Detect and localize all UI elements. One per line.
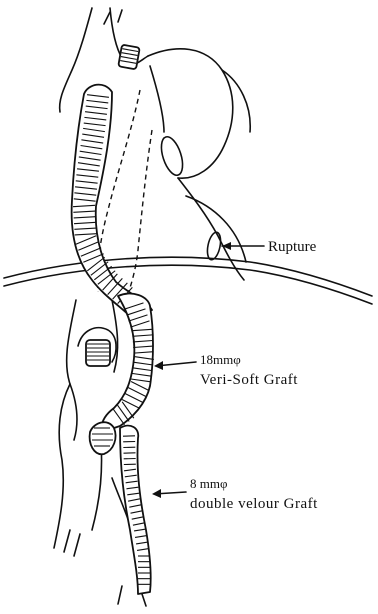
top-stump: [118, 45, 140, 70]
rupture-arrow: [222, 242, 264, 250]
double-velour-arrow: [152, 489, 186, 498]
left-graft-stump: [90, 422, 116, 454]
rupture-label: Rupture: [268, 239, 317, 255]
graft-small-name-label: double velour Graft: [190, 496, 318, 512]
rupture-site: [205, 231, 223, 261]
graft-large-size-label: 18mmφ: [200, 352, 241, 367]
diaphragm: [4, 257, 372, 304]
aortic-sac: [157, 134, 186, 178]
graft-large-name-label: Veri-Soft Graft: [200, 372, 298, 388]
abdominal-stump: [78, 328, 116, 366]
veri-soft-arrow: [154, 361, 196, 370]
veri-soft-graft-upper: [72, 85, 152, 318]
graft-small-size-label: 8 mmφ: [190, 476, 227, 491]
